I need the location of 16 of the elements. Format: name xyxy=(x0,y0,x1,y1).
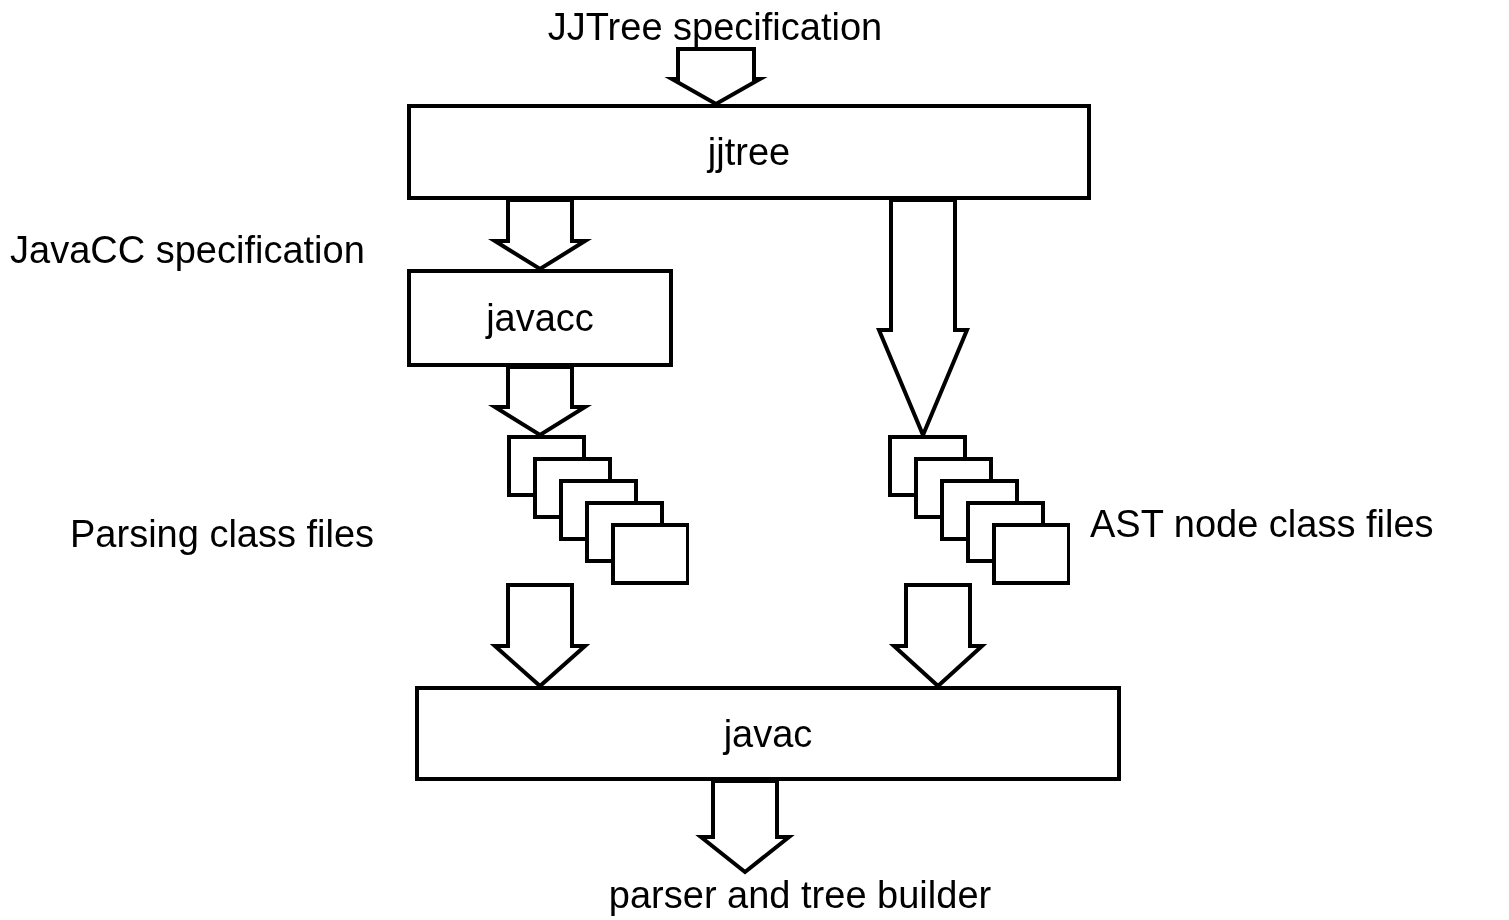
file-label: AST node class files xyxy=(1090,502,1435,546)
block-arrow xyxy=(695,779,795,875)
process-box: javacc xyxy=(407,269,673,367)
process-box: jjtree xyxy=(407,104,1091,200)
file-label: JavaCC specification xyxy=(10,228,366,272)
block-arrow xyxy=(488,365,592,438)
file-label: Parsing class files xyxy=(70,512,376,556)
file-stack xyxy=(507,435,689,585)
io-text: parser and tree builder xyxy=(560,872,1040,917)
block-arrow xyxy=(664,47,768,107)
block-arrow xyxy=(488,198,592,272)
block-arrow xyxy=(888,583,988,689)
process-box: javac xyxy=(415,686,1121,781)
file-stack xyxy=(888,435,1070,585)
block-arrow xyxy=(489,583,591,689)
io-text: JJTree specification xyxy=(500,4,930,49)
